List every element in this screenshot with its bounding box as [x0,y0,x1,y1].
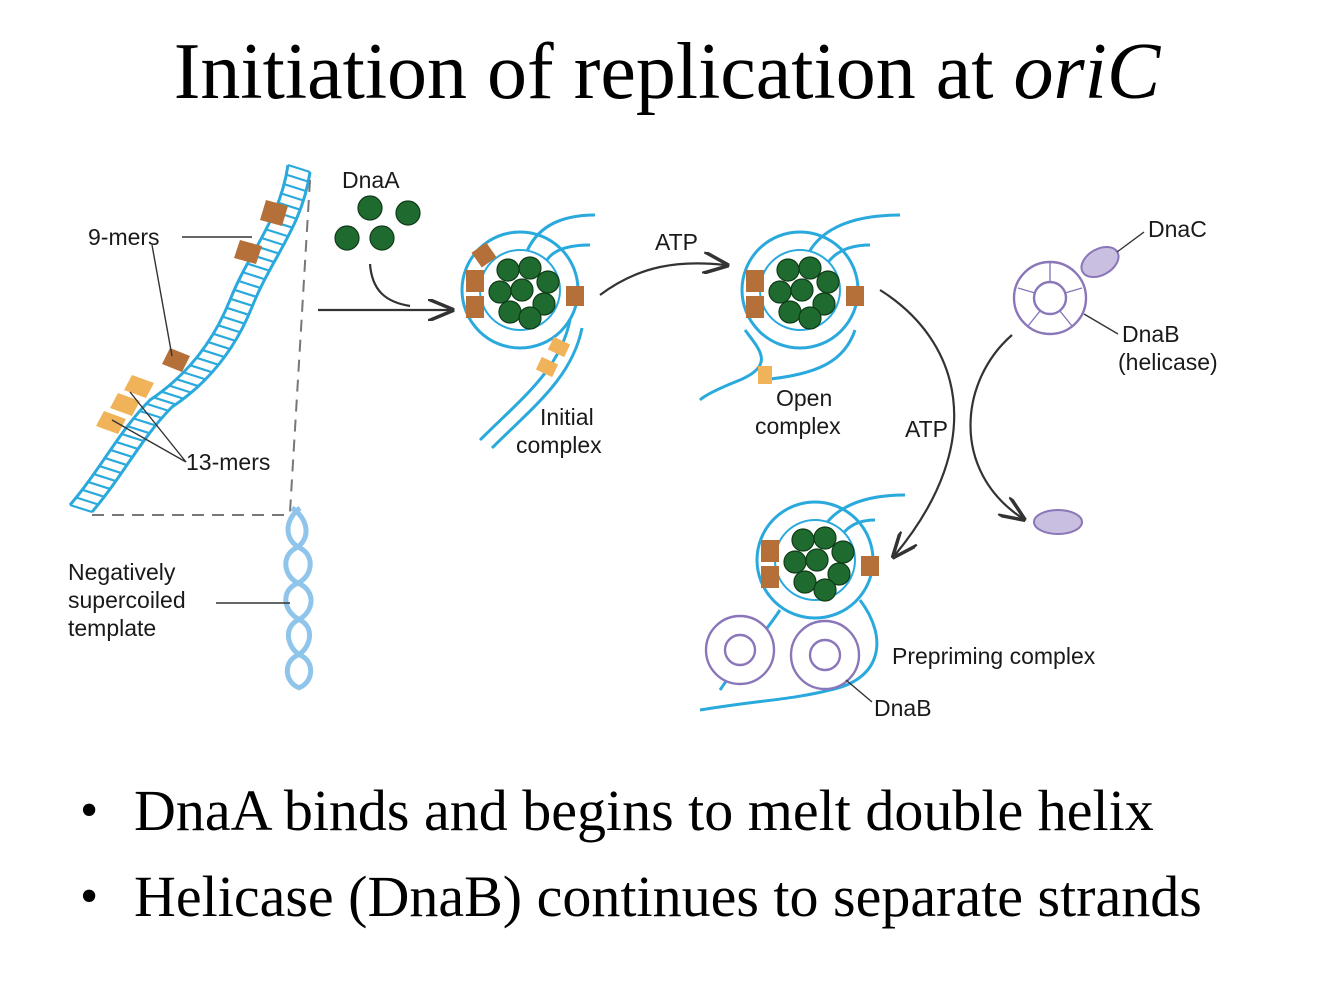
dnaB-bottom-leader [845,679,873,703]
nine-mer-block [234,240,262,264]
dna-rung [207,341,231,351]
dnaB-leader [1083,313,1119,335]
complex-label: complex [516,432,602,458]
open-label: Open [776,385,832,411]
bullet-dot: • [80,782,99,839]
dnaC-leader [1116,231,1145,253]
dna-rung [230,297,253,307]
dna-rung [196,356,219,366]
helicase-label: (helicase) [1118,349,1218,375]
dna-rung [104,456,128,467]
nine-mer-block [466,296,484,318]
nine-mer-block [260,200,288,226]
open-complex [698,213,901,402]
nine-mer-block [466,270,484,292]
dna-rung [242,271,266,281]
title-italic: oriC [1013,28,1161,116]
nine-mer-block [162,348,190,372]
dna-rung [261,236,284,247]
dna-rung [226,306,250,316]
dna-rung [133,417,156,427]
atp-top-label: ATP [655,229,698,255]
open-complex-label: complex [755,413,841,439]
nine-mer-block [471,242,497,268]
bullet-item: • DnaA binds and begins to melt double he… [80,775,1202,861]
thirteen-mer-block [547,336,571,358]
dna-rung [247,262,270,272]
dna-rung [283,183,307,193]
dnaC-release-arrow [969,334,1023,518]
bullet-dot: • [80,868,99,925]
slide-title: Initiation of replication at oriC [0,28,1334,116]
thirteen-mers-leader [111,419,187,463]
thirteen-mers-leader [129,391,187,463]
dnaB-helicase [1012,260,1088,336]
dna-rung [139,409,163,420]
template-label: template [68,615,156,641]
dna-rung [202,349,225,359]
nine-mers-label: 9-mers [88,224,160,250]
dna-rung [233,288,257,298]
thirteen-mers-label: 13-mers [186,449,270,475]
released-dnaC [1033,509,1083,535]
dna-rung [183,371,206,381]
bullet-item: • Helicase (DnaB) continues to separate s… [80,861,1202,947]
binding-curve [368,263,411,308]
dna-rung [161,390,184,400]
dna-rung [176,378,199,388]
dna-rung [115,440,139,451]
dna-rung [75,496,99,506]
atp-arrow [599,263,725,296]
to-prepriming-arrow [879,289,956,555]
dna-rung [222,315,245,325]
nine-mer-block [566,286,584,306]
dna-rung [287,163,311,174]
dna-rung [153,396,177,406]
dna-rung [99,465,122,475]
thirteen-mer-block [110,393,140,416]
prepriming-label: Prepriming complex [892,643,1096,669]
dna-rung [168,384,192,394]
dnaC-label: DnaC [1148,216,1207,242]
dashed-guide [289,179,311,513]
thirteen-mer-block [96,411,126,434]
dna-rung [121,432,145,443]
dnaC-protein [1080,245,1120,279]
dna-rung [238,279,261,290]
dnaB-bottom-label: DnaB [874,695,932,721]
dna-rung [286,173,309,183]
oriC-dna-strand [68,163,312,514]
dna-rung [281,192,304,202]
bullet-text: Helicase (DnaB) continues to separate st… [134,864,1202,929]
dna-rung [146,402,169,412]
dna-rung [265,228,289,238]
dna-rung [212,332,236,342]
dna-rung [189,364,213,374]
dna-rung [127,425,150,435]
supercoiled-template [283,505,314,691]
dna-rung [93,473,117,483]
thirteen-mer-block [535,356,559,378]
dna-rung [87,480,111,491]
nine-mers-leader [151,244,173,357]
negatively-label: Negatively [68,559,176,585]
dna-rung [217,324,241,334]
dnaB-label: DnaB [1122,321,1180,347]
bullet-list: • DnaA binds and begins to melt double he… [80,775,1202,947]
bullet-text: DnaA binds and begins to melt double hel… [134,778,1154,843]
dna-rung [81,488,105,498]
prepriming-complex [699,493,906,712]
atp-mid-label: ATP [905,416,948,442]
supercoiled-label: supercoiled [68,587,186,613]
initial-complex [460,213,596,450]
dnaA-label: DnaA [342,167,400,193]
dnaA-proteins [334,195,421,251]
thirteen-mer-block [124,375,154,398]
dna-rung [69,503,93,514]
title-main: Initiation of replication at [173,28,1014,116]
dna-rung [110,448,133,459]
initial-label: Initial [540,404,594,430]
dna-rung [277,201,301,211]
